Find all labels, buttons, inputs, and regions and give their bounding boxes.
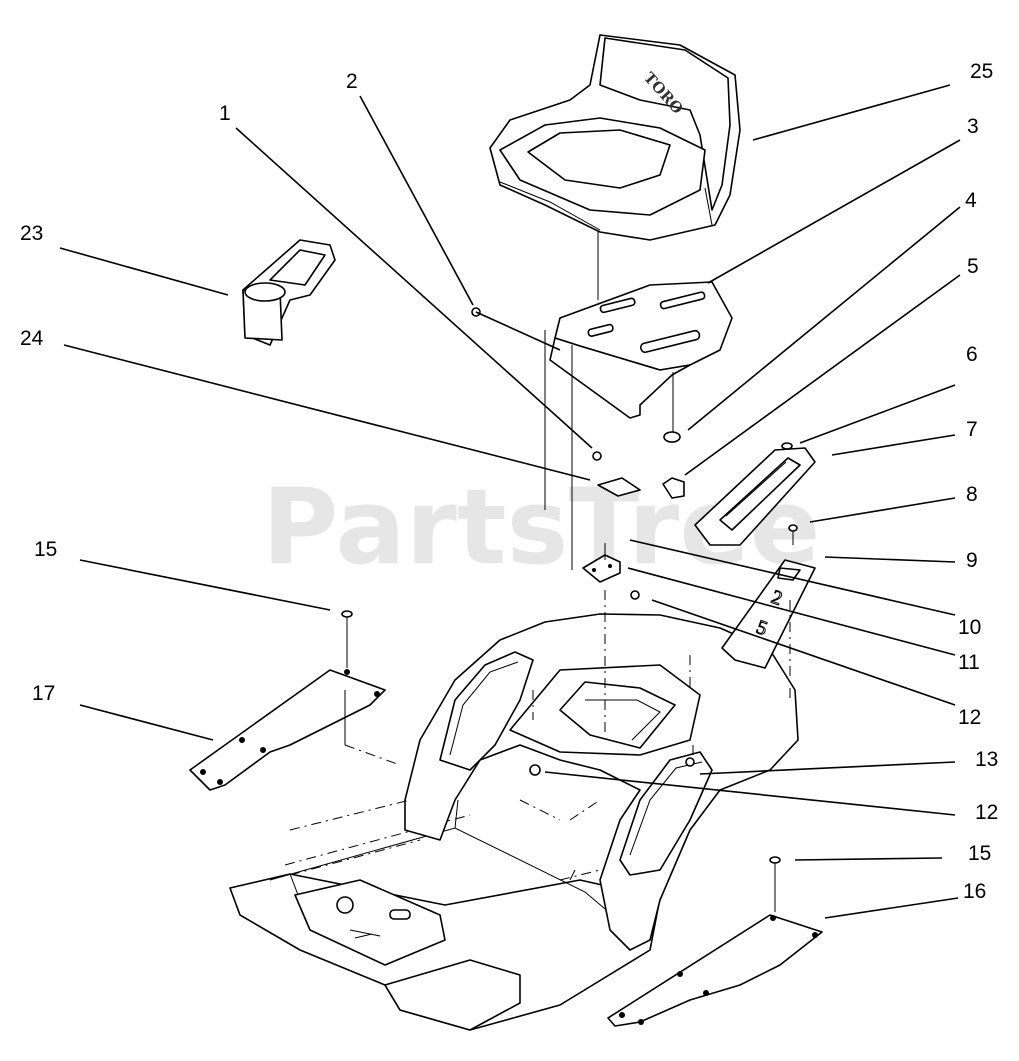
callout-10: 10 (958, 616, 981, 639)
callout-16: 16 (963, 880, 986, 903)
callout-5: 5 (967, 255, 979, 278)
callout-15: 15 (968, 842, 991, 865)
plate: 2 5 (721, 559, 816, 669)
callout-9: 9 (966, 549, 978, 572)
fender-body (229, 613, 799, 1031)
assembly-guides (532, 590, 791, 760)
hardware (341, 307, 798, 912)
callout-4: 4 (965, 189, 977, 212)
callout-12: 12 (975, 801, 998, 824)
callout-2: 2 (346, 70, 358, 93)
cup-holder (242, 239, 336, 346)
step-plate-left (189, 669, 386, 791)
callout-6: 6 (966, 343, 978, 366)
callout-13: 13 (975, 748, 998, 771)
callout-23: 23 (20, 222, 43, 245)
callout-25: 25 (970, 60, 993, 83)
callout-15: 15 (34, 538, 57, 561)
fender-pad (694, 447, 816, 546)
callout-3: 3 (967, 115, 979, 138)
step-plate-right (607, 914, 823, 1027)
callout-11: 11 (958, 651, 980, 674)
callout-7: 7 (966, 418, 978, 441)
callout-1: 1 (219, 102, 231, 125)
callout-24: 24 (20, 327, 44, 350)
leader-lines (59, 84, 961, 919)
callout-12: 12 (958, 706, 981, 729)
callout-17: 17 (32, 682, 55, 705)
seat: TORO (489, 34, 741, 241)
callout-8: 8 (966, 483, 978, 506)
callout-labels: 1 2 3 4 5 6 7 8 9 10 11 12 13 12 15 16 1… (20, 60, 998, 903)
seat-pan (544, 232, 733, 570)
